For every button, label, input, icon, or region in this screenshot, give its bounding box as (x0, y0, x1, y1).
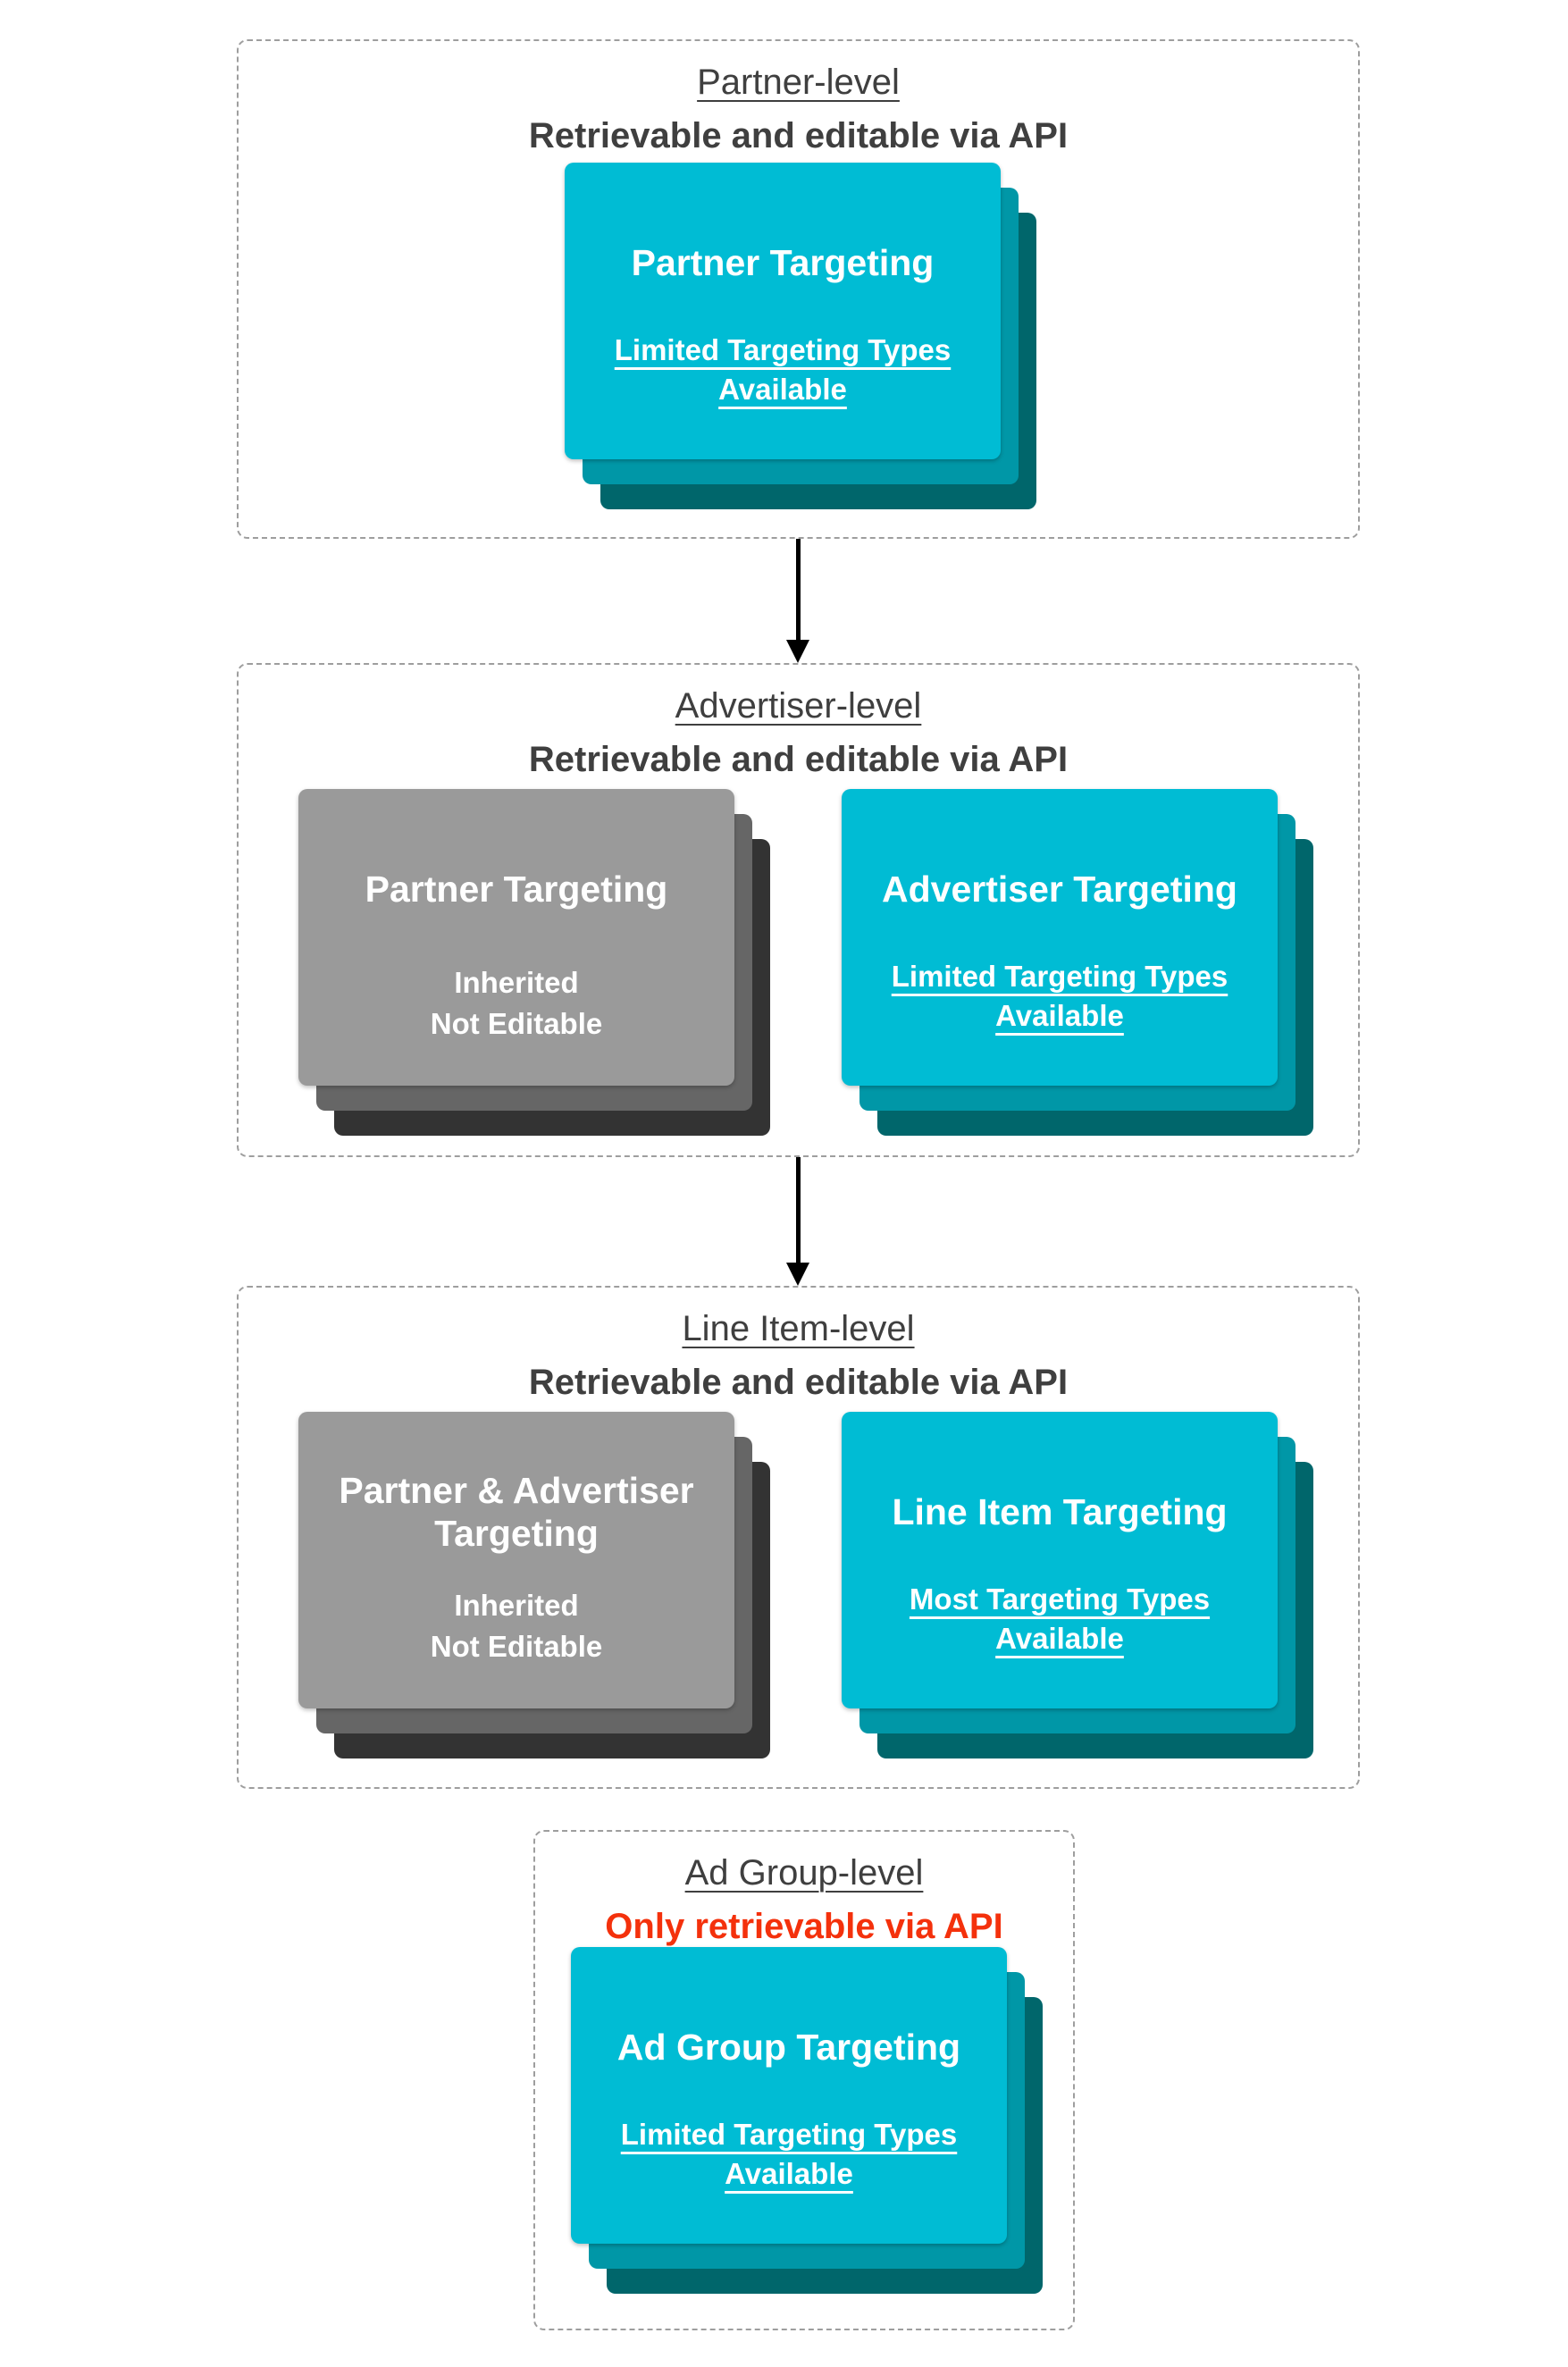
section-partner-level: Partner-level Retrievable and editable v… (237, 39, 1360, 539)
section-ad-group-level: Ad Group-level Only retrievable via API … (533, 1830, 1075, 2330)
section-advertiser-level: Advertiser-level Retrievable and editabl… (237, 663, 1360, 1157)
level-subtitle: Retrievable and editable via API (528, 1363, 1069, 1402)
level-title: Partner-level (239, 55, 1358, 109)
arrow-down-icon (786, 539, 809, 663)
card-stack-line-item-targeting: Line Item Targeting Most Targeting Types… (842, 1412, 1313, 1758)
card-subtitle: Most Targeting Types Available (909, 1582, 1211, 1655)
level-title: Ad Group-level (535, 1846, 1073, 1900)
card-stack-partner-targeting: Partner Targeting Limited Targeting Type… (565, 163, 1036, 509)
arrow-down-icon (786, 1157, 809, 1286)
level-subtitle: Retrievable and editable via API (528, 116, 1069, 155)
card-status-lines: Inherited Not Editable (431, 962, 603, 1045)
card-subtitle: Limited Targeting Types Available (620, 2118, 958, 2190)
card-status-line: Not Editable (430, 1630, 603, 1663)
card-stack-partner-advertiser-targeting-inherited: Partner & Advertiser Targeting Inherited… (298, 1412, 770, 1758)
arrow-head (786, 1263, 809, 1286)
card-title: Line Item Targeting (892, 1491, 1228, 1532)
level-title: Advertiser-level (239, 679, 1358, 733)
card-line-item-targeting: Line Item Targeting Most Targeting Types… (842, 1412, 1278, 1708)
card-status-line: Inherited (454, 966, 579, 999)
level-title-text: Ad Group-level (684, 1853, 924, 1893)
card-status-lines: Inherited Not Editable (431, 1585, 603, 1667)
level-title: Line Item-level (239, 1302, 1358, 1356)
card-title: Partner Targeting (631, 242, 935, 283)
section-line-item-level: Line Item-level Retrievable and editable… (237, 1286, 1360, 1789)
card-subtitle: Limited Targeting Types Available (614, 333, 952, 406)
level-title-text: Partner-level (697, 63, 900, 102)
level-title-text: Line Item-level (682, 1309, 915, 1348)
card-stack-ad-group-targeting: Ad Group Targeting Limited Targeting Typ… (571, 1947, 1043, 2294)
card-ad-group-targeting: Ad Group Targeting Limited Targeting Typ… (571, 1947, 1007, 2244)
card-stack-advertiser-targeting: Advertiser Targeting Limited Targeting T… (842, 789, 1313, 1136)
card-status-line: Inherited (454, 1589, 579, 1622)
card-title: Ad Group Targeting (616, 2027, 961, 2068)
card-partner-targeting: Partner Targeting Limited Targeting Type… (565, 163, 1001, 459)
arrow-head (786, 640, 809, 663)
card-partner-advertiser-targeting-inherited: Partner & Advertiser Targeting Inherited… (298, 1412, 734, 1708)
card-title: Advertiser Targeting (882, 869, 1237, 910)
card-partner-targeting-inherited: Partner Targeting Inherited Not Editable (298, 789, 734, 1086)
level-title-text: Advertiser-level (675, 686, 922, 726)
card-status-line: Not Editable (430, 1007, 603, 1040)
arrow-shaft (795, 539, 801, 640)
card-title: Partner & Advertiser Targeting (339, 1470, 694, 1554)
level-subtitle: Retrievable and editable via API (528, 740, 1069, 779)
card-stack-partner-targeting-inherited: Partner Targeting Inherited Not Editable (298, 789, 770, 1136)
card-advertiser-targeting: Advertiser Targeting Limited Targeting T… (842, 789, 1278, 1086)
level-subtitle-red: Only retrievable via API (605, 1907, 1003, 1946)
arrow-shaft (795, 1157, 801, 1263)
card-subtitle: Limited Targeting Types Available (891, 960, 1228, 1032)
card-title: Partner Targeting (365, 869, 668, 910)
